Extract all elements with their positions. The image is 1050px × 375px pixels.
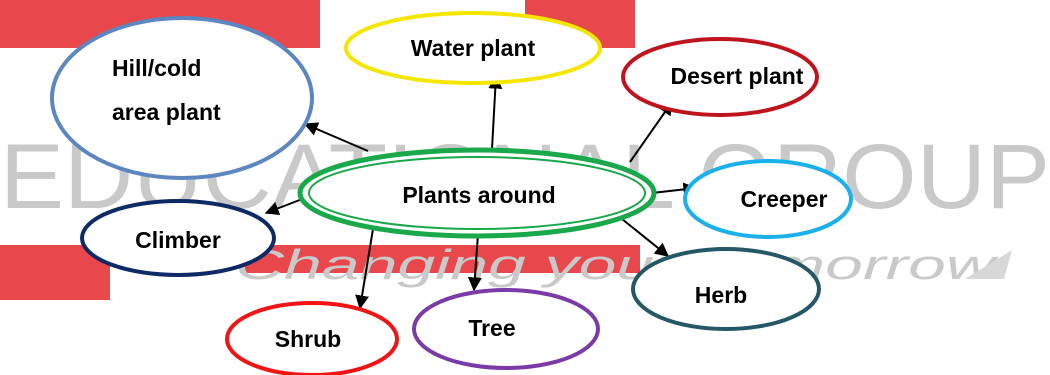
node-tree: Tree <box>412 288 600 370</box>
node-hill-label-line1: Hill/cold <box>112 55 201 81</box>
center-node-outer-ellipse <box>297 147 657 239</box>
node-herb: Herb <box>631 247 821 331</box>
center-node-inner-ellipse <box>308 156 646 230</box>
node-water: Water plant <box>344 11 602 85</box>
center-node-label: Plants around <box>402 182 555 208</box>
node-creeper-label: Creeper <box>741 186 828 212</box>
arrow-to-shrub <box>355 228 374 310</box>
node-hill-label-line2: area plant <box>112 99 221 125</box>
arrow-to-herb <box>621 218 670 257</box>
watermark-line2: Changing your Tomorrow <box>235 241 999 288</box>
node-herb-ellipse <box>631 247 821 331</box>
center-node: Plants around <box>297 147 657 239</box>
node-tree-ellipse <box>412 288 600 370</box>
arrow-to-tree <box>467 233 482 292</box>
node-hill: Hill/cold area plant <box>50 16 314 180</box>
watermark-band-mid-lower <box>240 245 640 273</box>
node-tree-label: Tree <box>468 315 515 341</box>
node-climber-label: Climber <box>135 227 221 253</box>
node-water-ellipse <box>344 11 602 85</box>
node-herb-label: Herb <box>695 282 747 308</box>
node-shrub-label: Shrub <box>275 326 341 352</box>
node-desert-label: Desert plant <box>671 63 804 89</box>
watermark-corner-mark <box>965 250 1012 279</box>
node-creeper-ellipse <box>683 159 853 239</box>
node-desert-ellipse <box>621 37 819 117</box>
node-shrub: Shrub <box>225 301 399 375</box>
node-climber: Climber <box>80 199 276 277</box>
arrow-to-desert <box>629 100 673 163</box>
node-shrub-ellipse <box>225 301 399 375</box>
node-hill-ellipse <box>50 16 314 180</box>
arrow-to-water <box>488 74 503 150</box>
node-creeper: Creeper <box>683 159 853 239</box>
node-climber-ellipse <box>80 199 276 277</box>
node-water-label: Water plant <box>411 35 536 61</box>
node-desert: Desert plant <box>621 37 819 117</box>
arrow-to-hill <box>303 122 369 152</box>
